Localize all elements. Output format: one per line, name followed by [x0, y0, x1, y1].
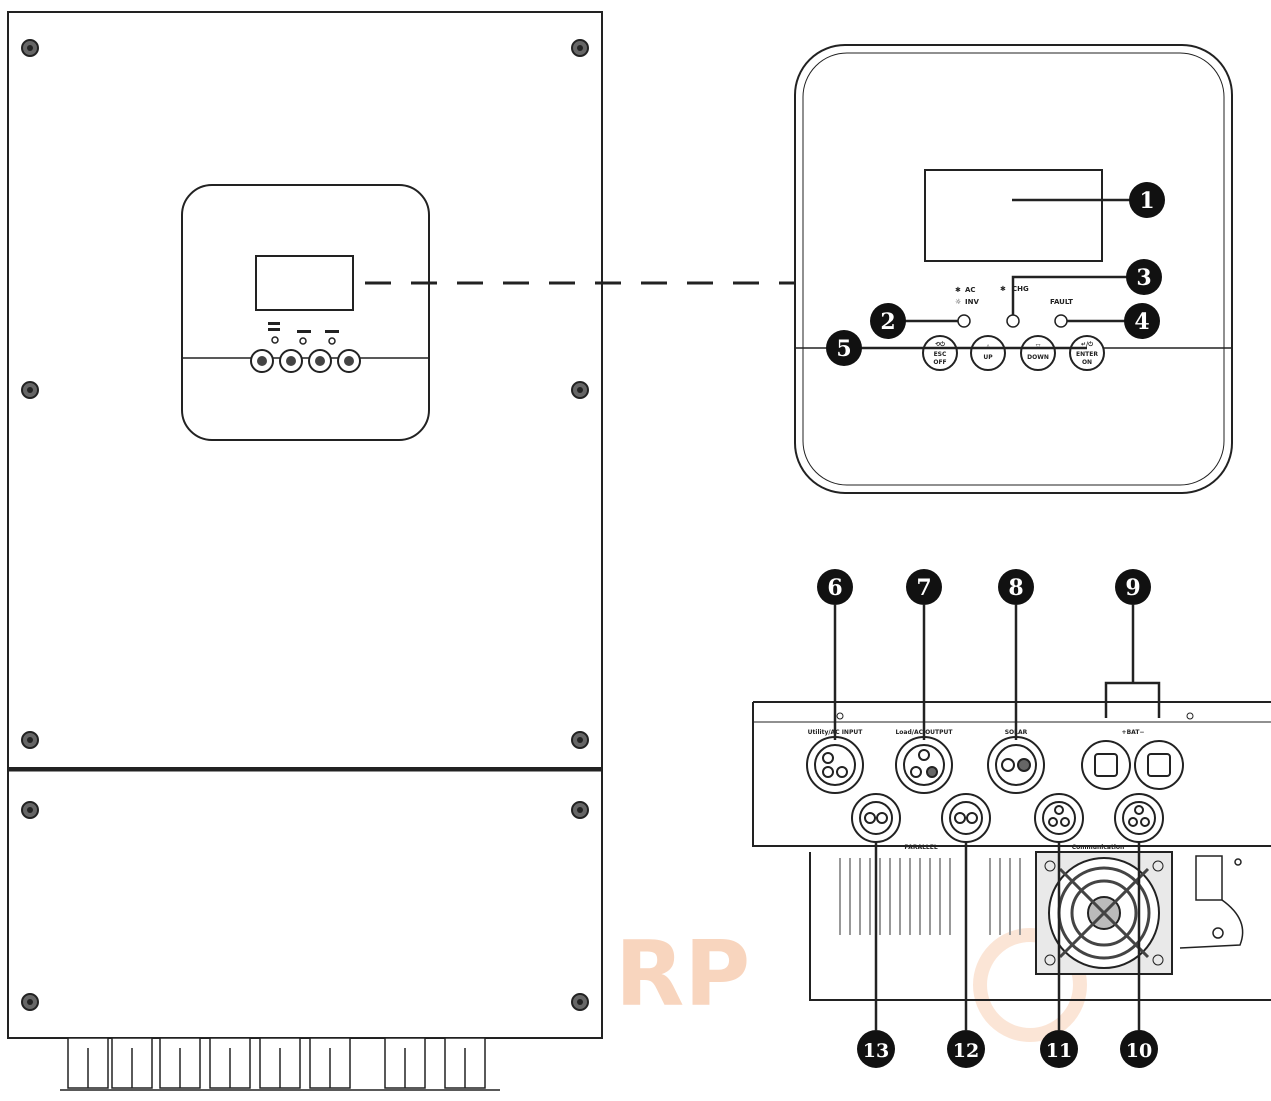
callout-10: 10 [1120, 1030, 1158, 1068]
communication-label: Communication [1072, 844, 1125, 851]
svg-text:12: 12 [953, 1040, 979, 1062]
heatsink [809, 852, 1271, 1001]
callout-2: 2 [870, 303, 906, 339]
watermark-text: RP [615, 922, 750, 1027]
svg-text:10: 10 [1126, 1040, 1152, 1062]
inv-label-icon: ☼ [955, 298, 961, 306]
fault-led [1054, 314, 1068, 328]
small-control-panel [181, 184, 430, 441]
lcd-screen [924, 169, 1103, 262]
svg-text:13: 13 [863, 1040, 889, 1062]
enlarged-control-panel: ✱ AC ☼ INV ✱ CHG FAULT ⟲⏻ ESC OFF △ UP ▽… [794, 44, 1233, 494]
callout-1: 1 [1129, 182, 1165, 218]
callout-13: 13 [857, 1030, 895, 1068]
svg-text:OFF: OFF [933, 359, 946, 366]
svg-text:6: 6 [827, 575, 842, 601]
svg-text:2: 2 [880, 309, 895, 335]
small-lcd-screen [255, 255, 354, 311]
small-buttons [250, 349, 361, 373]
chg-led [1006, 314, 1020, 328]
svg-text:8: 8 [1008, 575, 1023, 601]
callout-6: 6 [817, 569, 853, 605]
svg-text:11: 11 [1046, 1040, 1072, 1062]
small-indicator-leds [268, 322, 339, 345]
callout-9: 9 [1115, 569, 1151, 605]
svg-text:UP: UP [983, 354, 993, 361]
svg-text:9: 9 [1125, 575, 1140, 601]
svg-text:DOWN: DOWN [1027, 354, 1049, 361]
bottom-cable-glands [60, 1037, 500, 1091]
enter-icon: ↵/⏻ [1081, 341, 1093, 348]
chg-label: CHG [1012, 285, 1029, 293]
up-arrow-icon: △ [986, 343, 991, 350]
svg-text:3: 3 [1136, 265, 1151, 291]
callout-11: 11 [1040, 1030, 1078, 1068]
bat-label: +BAT− [1122, 729, 1145, 736]
screw-icons [21, 39, 589, 1011]
panel-outline [794, 44, 1233, 494]
parallel-label: PARALLEL [904, 844, 937, 851]
down-button: ▽ DOWN [1020, 335, 1056, 371]
cooling-fan [1035, 851, 1173, 975]
svg-text:ENTER: ENTER [1076, 351, 1098, 358]
callout-12: 12 [947, 1030, 985, 1068]
inverter-bottom-view: Utility/AC INPUT Load/AC OUTPUT SOLAR +B… [752, 605, 1271, 1030]
lower-cover [7, 767, 603, 1039]
callout-5: 5 [826, 330, 862, 366]
svg-text:ESC: ESC [934, 351, 947, 358]
chg-label-icon: ✱ [1000, 285, 1006, 293]
fault-label: FAULT [1050, 298, 1073, 306]
callout-4: 4 [1124, 303, 1160, 339]
upper-cover [7, 11, 603, 769]
down-arrow-icon: ▽ [1036, 343, 1041, 350]
svg-text:4: 4 [1134, 309, 1149, 335]
up-button: △ UP [970, 335, 1006, 371]
ac-inv-led [957, 314, 971, 328]
svg-text:ON: ON [1082, 359, 1092, 366]
svg-text:5: 5 [836, 336, 851, 362]
esc-off-button: ⟲⏻ ESC OFF [922, 335, 958, 371]
callout-7: 7 [906, 569, 942, 605]
inverter-front-view [7, 11, 603, 1091]
svg-text:7: 7 [916, 575, 931, 601]
side-cable-gland [1179, 855, 1244, 949]
enter-on-button: ↵/⏻ ENTER ON [1069, 335, 1105, 371]
esc-icon: ⟲⏻ [935, 341, 945, 348]
watermark-ring [973, 928, 1087, 1042]
svg-text:1: 1 [1139, 188, 1154, 214]
ac-label: AC [965, 286, 976, 294]
inv-label: INV [965, 298, 979, 306]
callout-3: 3 [1126, 259, 1162, 295]
callout-8: 8 [998, 569, 1034, 605]
ac-label-icon: ✱ [955, 286, 961, 294]
